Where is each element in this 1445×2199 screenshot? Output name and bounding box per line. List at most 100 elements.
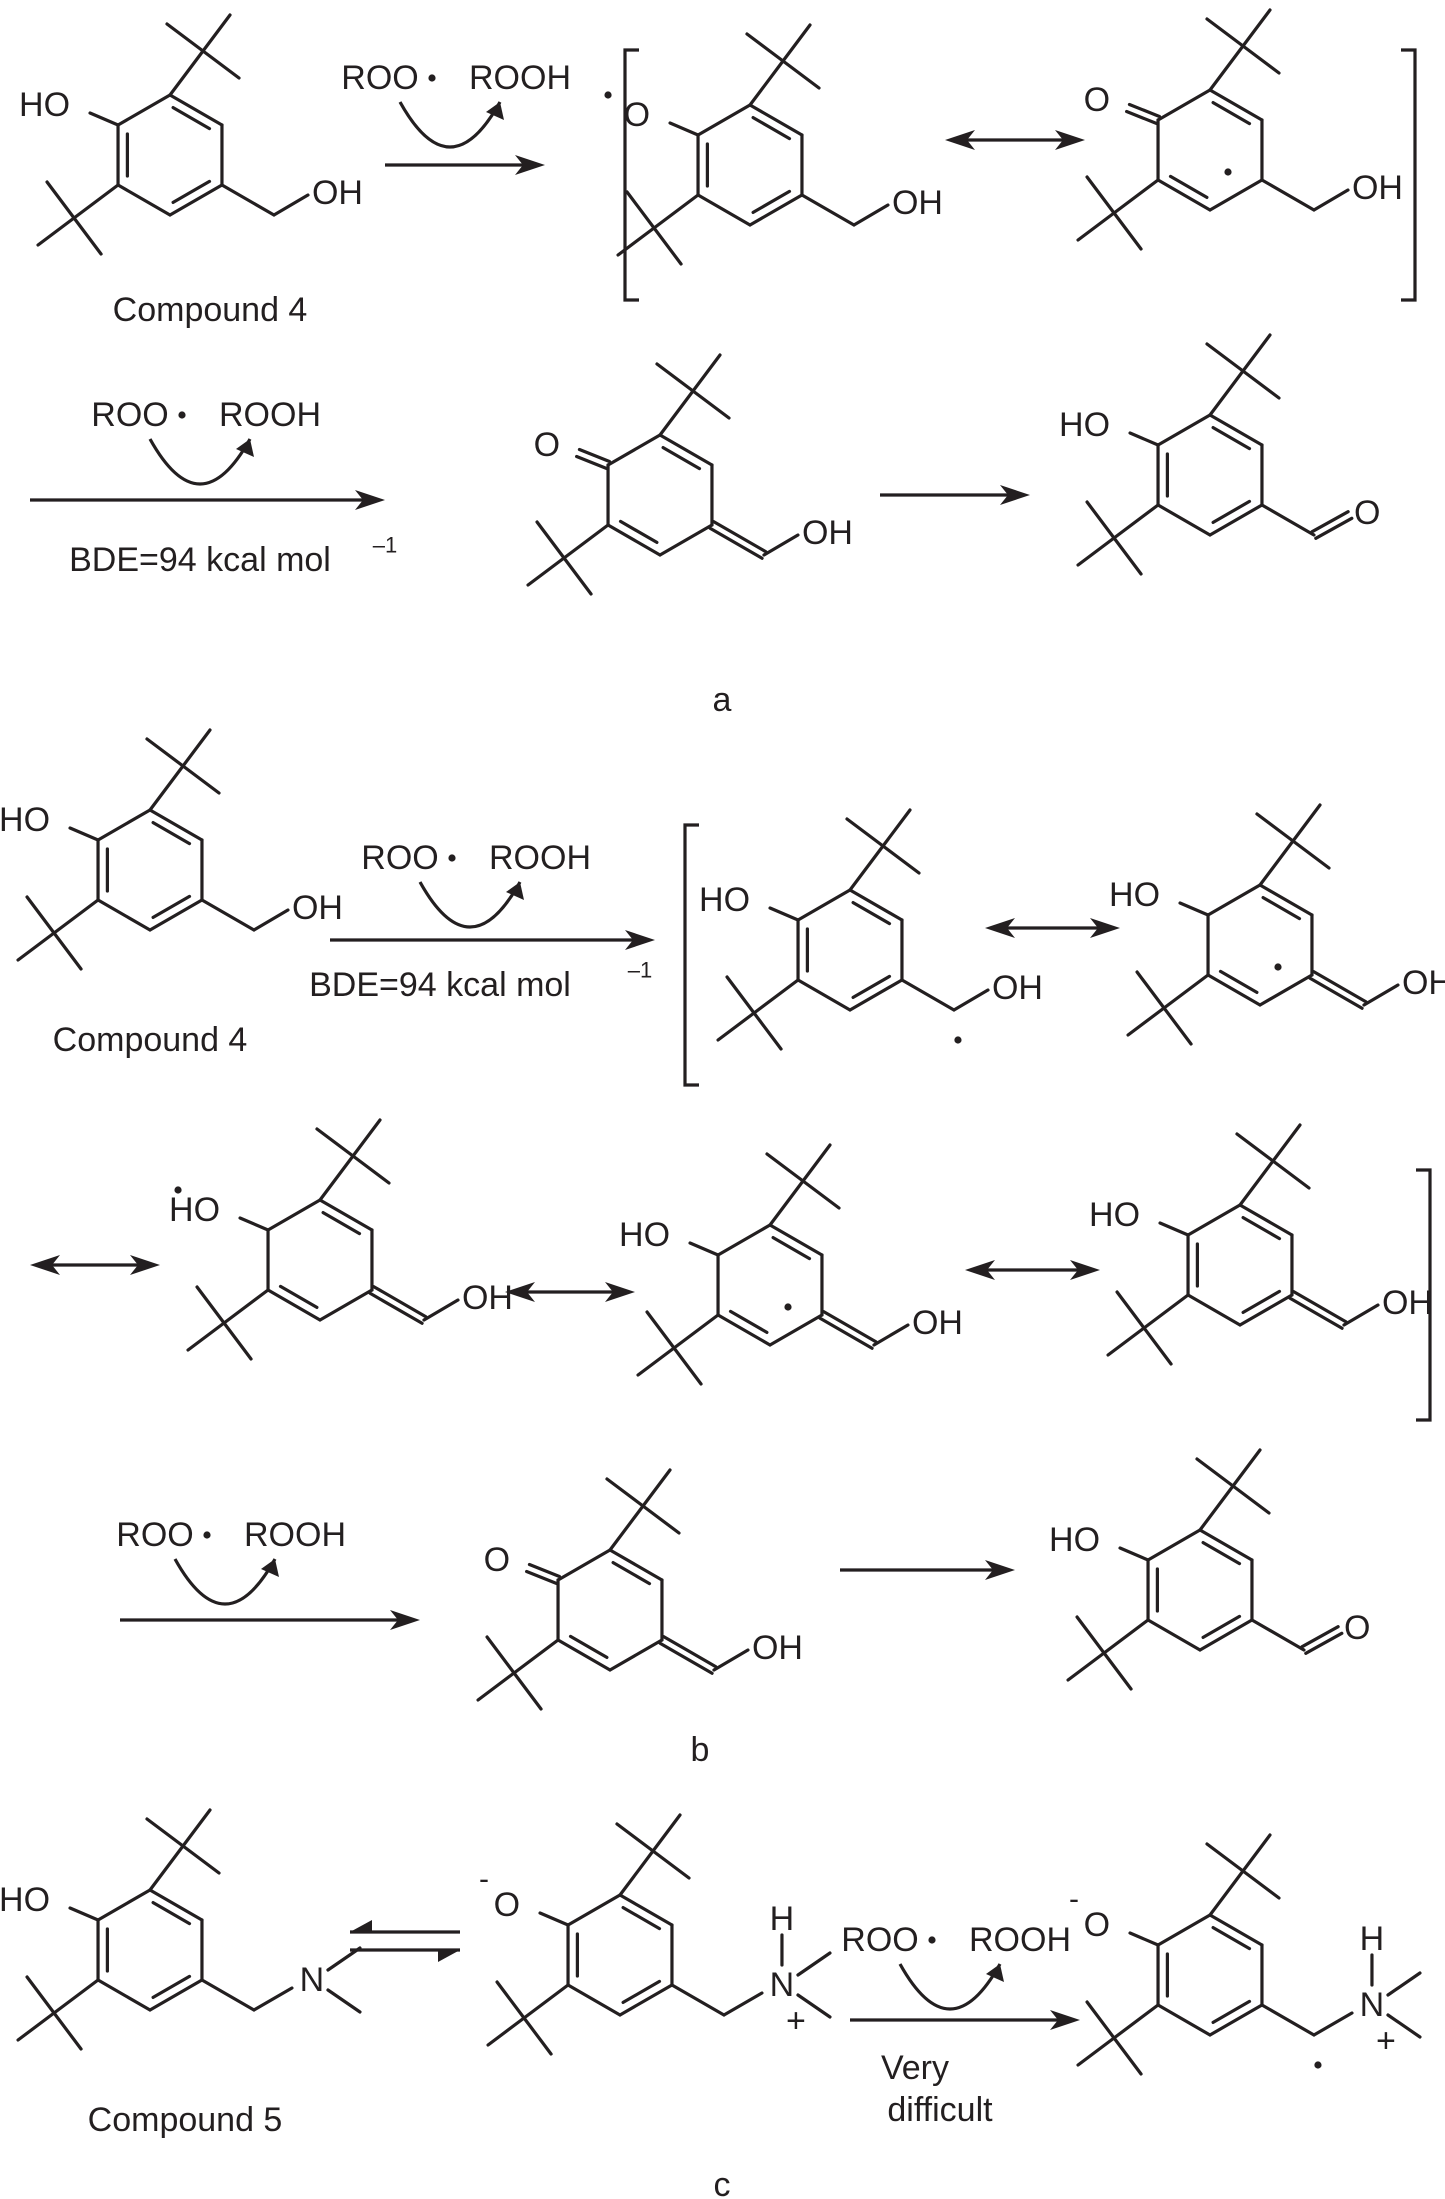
ring-double-bond <box>1211 499 1252 525</box>
arrow-head <box>130 1255 160 1275</box>
ring-bond <box>618 1893 674 1927</box>
arrow-head <box>965 1260 995 1280</box>
c-o-bond <box>422 1298 460 1322</box>
arrow-head <box>1090 918 1120 938</box>
tbutyl-bond <box>618 1849 655 1897</box>
hydroxyl-label: OH <box>912 1304 963 1342</box>
co-bond <box>1158 1221 1190 1237</box>
tbutyl-methyl <box>45 180 76 220</box>
arrow-head <box>985 1560 1015 1580</box>
tbutyl-methyl <box>512 1671 543 1711</box>
ring-radical-b <box>1206 883 1314 1007</box>
oxygen-label: HO <box>0 1881 50 1919</box>
oxygen-label: HO <box>1109 876 1160 914</box>
ch2-bond <box>900 978 956 1012</box>
tbutyl-methyl <box>351 1118 382 1158</box>
hydroxyl-label: OH <box>462 1279 513 1317</box>
arrow-head <box>625 930 655 950</box>
hydroperoxide-label: ROOH <box>244 1516 346 1554</box>
ring-bond <box>96 898 152 932</box>
tbutyl-methyl <box>1205 342 1245 373</box>
ring-bond <box>1238 1293 1294 1327</box>
tbutyl-methyl <box>186 1321 226 1352</box>
tbutyl-methyl <box>36 216 76 247</box>
ring-bond <box>96 1978 152 2012</box>
carbonyl-bond <box>527 1562 562 1579</box>
tbutyl-bond <box>1142 1293 1190 1330</box>
bde-label-b: BDE=94 kcal mol <box>309 966 571 1004</box>
tbutyl-methyl <box>1066 1651 1106 1682</box>
curly-arrow-head <box>236 439 254 457</box>
tbutyl-methyl <box>605 1477 645 1508</box>
peroxyl-radical-dot <box>428 74 436 82</box>
ring-bond <box>266 1198 322 1232</box>
ring-bond <box>696 193 752 227</box>
tbutyl-methyl <box>1241 1869 1281 1900</box>
tbutyl-methyl <box>145 1817 185 1848</box>
oxygen-label: HO <box>1089 1196 1140 1234</box>
tbutyl-bond <box>608 1504 645 1552</box>
co-bond <box>68 1906 100 1922</box>
compound-4-b <box>96 808 204 932</box>
ring-double-bond <box>1211 426 1252 451</box>
ring-double-bond <box>1211 1999 1252 2025</box>
tbutyl-methyl <box>765 1152 805 1183</box>
tbutyl-methyl <box>25 895 56 935</box>
tbutyl-methyl <box>651 1813 682 1853</box>
ring-bond <box>566 1983 622 2017</box>
compound-4-a <box>116 93 224 217</box>
ring-double-bond <box>1201 1614 1242 1640</box>
ring-bond <box>116 183 172 217</box>
tbutyl-methyl <box>1291 839 1331 870</box>
tbutyl-bond <box>1208 1869 1245 1917</box>
tbutyl-bond <box>752 978 800 1015</box>
carbonyl-bond <box>1127 102 1162 119</box>
ring-bond <box>1198 1528 1254 1562</box>
ring-bond <box>1206 883 1262 917</box>
tbutyl-methyl <box>1271 1123 1302 1163</box>
ring-radical-dot <box>1224 168 1232 176</box>
hydroxyl-label: OH <box>1352 169 1403 207</box>
ring-bond <box>1238 1203 1294 1237</box>
ring-bond <box>796 978 852 1012</box>
ring-double-bond <box>621 1905 662 1931</box>
ring-bond <box>748 103 804 137</box>
ring-double-bond <box>751 189 792 214</box>
tbutyl-methyl <box>181 1844 221 1875</box>
ch2-bond <box>1250 1618 1306 1652</box>
ring-bond <box>848 978 904 1012</box>
tbutyl-methyl <box>1271 1159 1311 1190</box>
hydroxyl-label: OH <box>1402 964 1445 1002</box>
ring-double-bond <box>621 1979 662 2005</box>
aldehyde-product-a <box>1156 413 1264 537</box>
tbutyl-bond <box>1112 2003 1160 2040</box>
ring-double-bond <box>611 1560 652 1586</box>
peroxyl-radical-label: ROO <box>116 1516 193 1554</box>
ring-bond <box>318 1288 374 1322</box>
tbutyl-methyl <box>1102 1651 1133 1691</box>
tbutyl-methyl <box>1235 1132 1275 1163</box>
tbutyl-methyl <box>52 931 83 971</box>
tbutyl-methyl <box>351 1154 391 1185</box>
exocyclic-double-bond <box>712 520 768 554</box>
ring-double-bond <box>1241 1215 1282 1241</box>
hydroxyl-label: OH <box>312 174 363 212</box>
ring-bond <box>148 1978 204 2012</box>
curly-arrow <box>173 1558 277 1606</box>
ring-bond <box>768 1313 824 1347</box>
curly-arrow <box>398 101 502 149</box>
bde-label-a: BDE=94 kcal mol <box>69 541 331 579</box>
tbutyl-methyl <box>495 1980 526 2020</box>
tbutyl-bond <box>148 1844 185 1892</box>
tbutyl-methyl <box>672 1346 703 1386</box>
tbutyl-bond <box>1208 369 1245 417</box>
aldehyde-product-b <box>1146 1528 1254 1652</box>
tbutyl-bond <box>148 764 185 812</box>
ring-radical-dot <box>1274 963 1282 971</box>
peroxyl-radical-label: ROO <box>91 396 168 434</box>
tbutyl-bond <box>1112 178 1160 215</box>
ring-double-bond <box>278 1284 319 1310</box>
hydroxyl-label: OH <box>292 889 343 927</box>
tbutyl-methyl <box>636 1346 676 1377</box>
ring-double-bond <box>661 446 702 471</box>
